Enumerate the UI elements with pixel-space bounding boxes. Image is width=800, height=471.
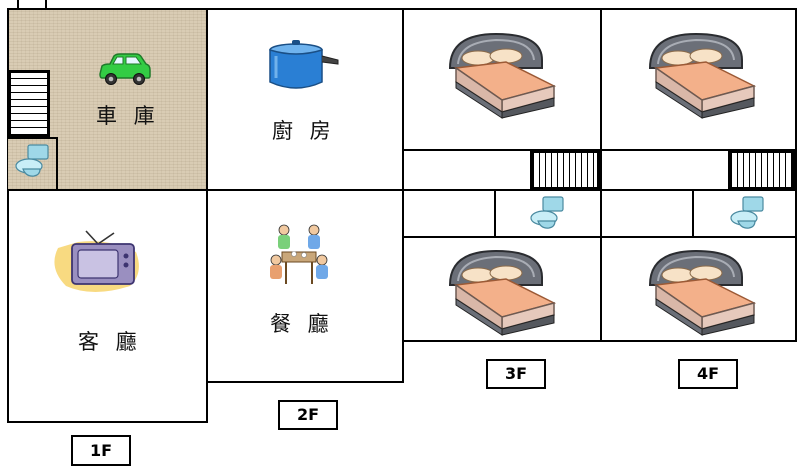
floor4-staircase (728, 150, 795, 190)
kitchen-label: 廚 房 (272, 119, 336, 143)
floor-tag-4f: 4F (678, 359, 738, 389)
toilet-icon (15, 144, 49, 177)
toilet-icon (730, 196, 764, 229)
floor-tag-3f: 3F (486, 359, 546, 389)
dining-room-label: 餐 廳 (270, 312, 334, 336)
living-room-label: 客 廳 (78, 330, 142, 354)
floor-tag-2f: 2F (278, 400, 338, 430)
bed-icon (648, 249, 757, 336)
living-room (7, 189, 208, 423)
bed-icon (448, 32, 557, 119)
bed-icon (448, 249, 557, 336)
garage-door-mark-right (45, 0, 47, 9)
car-icon (99, 53, 151, 85)
tv-icon (54, 230, 139, 292)
garage-staircase (8, 70, 50, 138)
floor3-staircase (530, 150, 600, 190)
kitchen-room (206, 8, 404, 191)
dining-people-icon (270, 224, 328, 284)
dining-room (206, 189, 404, 383)
pot-icon (269, 40, 339, 89)
garage-door-mark-left (17, 0, 19, 9)
floor-tag-1f: 1F (71, 435, 131, 466)
bed-icon (648, 32, 757, 119)
toilet-icon (530, 196, 564, 229)
garage-label: 車 庫 (96, 104, 160, 128)
